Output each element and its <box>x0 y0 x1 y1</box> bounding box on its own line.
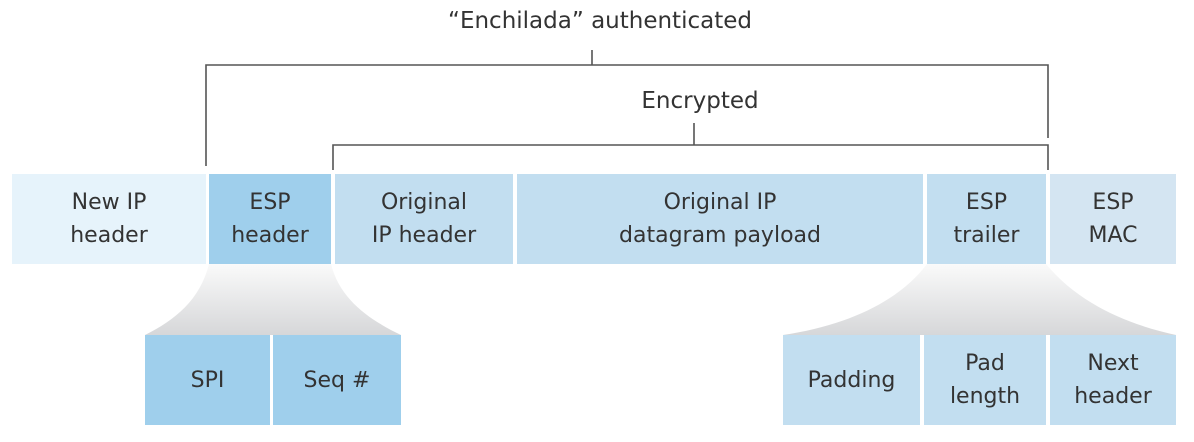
esp-header-funnel <box>145 264 401 335</box>
spi-field: SPI <box>145 335 270 425</box>
original-ip-header-field: Original IP header <box>335 174 513 264</box>
esp-header-field: ESP header <box>209 174 331 264</box>
esp-mac-field: ESP MAC <box>1050 174 1176 264</box>
next-header-field: Next header <box>1050 335 1176 425</box>
encrypted-bracket <box>332 123 1049 170</box>
esp-trailer-funnel <box>783 264 1176 335</box>
encrypted-label: Encrypted <box>641 88 759 114</box>
authenticated-label: “Enchilada” authenticated <box>448 8 752 34</box>
padding-field: Padding <box>783 335 920 425</box>
payload-field: Original IP datagram payload <box>517 174 923 264</box>
auth-bracket <box>205 50 1049 166</box>
esp-trailer-field: ESP trailer <box>927 174 1046 264</box>
new-ip-header-field: New IP header <box>12 174 206 264</box>
seq-field: Seq # <box>273 335 401 425</box>
pad-length-field: Pad length <box>924 335 1046 425</box>
